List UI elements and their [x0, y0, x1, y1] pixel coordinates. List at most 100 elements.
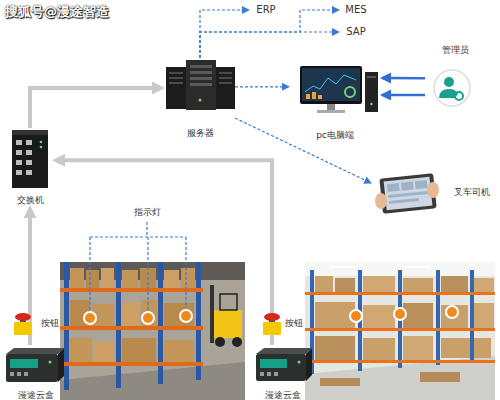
leader-bracket: [185, 237, 186, 308]
gateway-device: [6, 348, 64, 354]
connector: [235, 86, 288, 87]
warehouse-photo: [403, 278, 433, 292]
gateway-device: [256, 354, 306, 381]
warehouse-photo: [305, 328, 495, 331]
tablet-icon: [387, 183, 400, 192]
switch-node: 交换机: [8, 128, 52, 205]
warehouse-photo: [164, 340, 194, 362]
warehouse-photo: [315, 276, 333, 292]
warehouse-photo: [94, 342, 114, 362]
warehouse-photo: [214, 310, 242, 338]
warehouse-photo: [403, 336, 433, 360]
computer-icon: [367, 76, 376, 78]
warehouse-photo: [400, 266, 430, 268]
warehouse-photo: [305, 360, 495, 363]
switch-icon: [26, 160, 32, 165]
warehouse-photo: [315, 302, 355, 328]
warehouse-photo: [122, 338, 156, 362]
tablet-icon: [379, 173, 436, 213]
server-icon: [186, 60, 216, 110]
admin-icon: [434, 70, 470, 106]
warehouse-photo: [164, 303, 194, 326]
warehouse-photo: [92, 304, 114, 326]
indicator-lamp: [180, 310, 192, 322]
server-icon: [219, 77, 232, 79]
warehouse-photo: [420, 372, 460, 382]
pc-node: pc电脑端: [290, 60, 380, 140]
warehouse-photo: [470, 270, 474, 362]
warehouse-photo: [220, 294, 237, 310]
leader-bracket: [89, 237, 90, 310]
node-label: 交换机: [17, 195, 44, 205]
warehouse-photo: [305, 356, 495, 400]
server-icon: [199, 99, 202, 102]
indicator-lamp: [394, 308, 406, 320]
warehouse-photo: [232, 337, 242, 347]
warehouse-photo: [141, 300, 157, 326]
button-icon: [263, 322, 281, 335]
gateway-node: 漫途云盒: [2, 345, 70, 400]
gateway-device: [6, 348, 312, 382]
tablet-icon: [389, 198, 419, 204]
tablet-icon: [375, 193, 387, 209]
button-node: 按钮: [5, 308, 70, 338]
tablet-icon: [384, 177, 433, 211]
warehouse-photo: [441, 338, 491, 358]
tablet-icon: [401, 181, 414, 190]
switch-icon: [26, 140, 32, 145]
warehouse-photo: [158, 262, 163, 384]
connector: [200, 10, 338, 58]
button-icon: [15, 313, 31, 321]
server-node: 服务器: [165, 58, 235, 138]
warehouse-photo: [196, 262, 201, 380]
warehouse-photo: [474, 278, 494, 292]
tablet-icon: [375, 173, 439, 213]
tablet-icon: [388, 191, 428, 198]
connector: [30, 88, 161, 128]
leader-bracket: [90, 222, 186, 310]
button-icon: [269, 317, 275, 322]
gateway-device: [260, 372, 264, 376]
warehouse-photo: [398, 270, 402, 368]
warehouse-photo: [363, 305, 395, 328]
switch-icon: [12, 130, 48, 135]
warehouse-photo: [60, 262, 245, 400]
computer-icon: [306, 94, 310, 99]
warehouse-photo: [210, 285, 214, 343]
system-node: ERP: [250, 3, 282, 17]
switch-icon: [16, 160, 22, 165]
computer-icon: [300, 66, 362, 104]
node-label: 漫途云盒: [18, 390, 54, 400]
admin-icon: [434, 70, 470, 106]
switch-icon: [12, 130, 48, 188]
gateway-node: 漫途云盒: [250, 345, 315, 400]
warehouse-photo: [320, 378, 360, 386]
node-label: 按钮: [285, 318, 303, 328]
leader-bracket: [147, 237, 148, 310]
button-icon: [264, 313, 280, 321]
button-node: 按钮: [252, 308, 307, 338]
gateway-device: [306, 348, 312, 381]
warehouse-photo: [436, 270, 440, 365]
leader-bracket: [90, 236, 186, 237]
server-icon: [190, 65, 212, 68]
node-label: SAP: [346, 26, 365, 38]
leader-bracket: [146, 222, 147, 237]
warehouse-photo: [363, 276, 395, 292]
computer-icon: [370, 103, 373, 106]
warehouse-photo: [122, 302, 139, 326]
indicator-lamp: [142, 312, 154, 324]
warehouse-photo: [181, 268, 195, 288]
warehouse-photo: [215, 337, 225, 347]
connector: [56, 160, 272, 345]
computer-icon: [300, 66, 378, 113]
connector: [382, 77, 425, 80]
computer-icon: [302, 68, 360, 101]
warehouse-photo: [60, 262, 245, 400]
node-label: pc电脑端: [316, 130, 354, 140]
gateway-device: [260, 359, 287, 368]
admin-icon: [455, 92, 463, 100]
